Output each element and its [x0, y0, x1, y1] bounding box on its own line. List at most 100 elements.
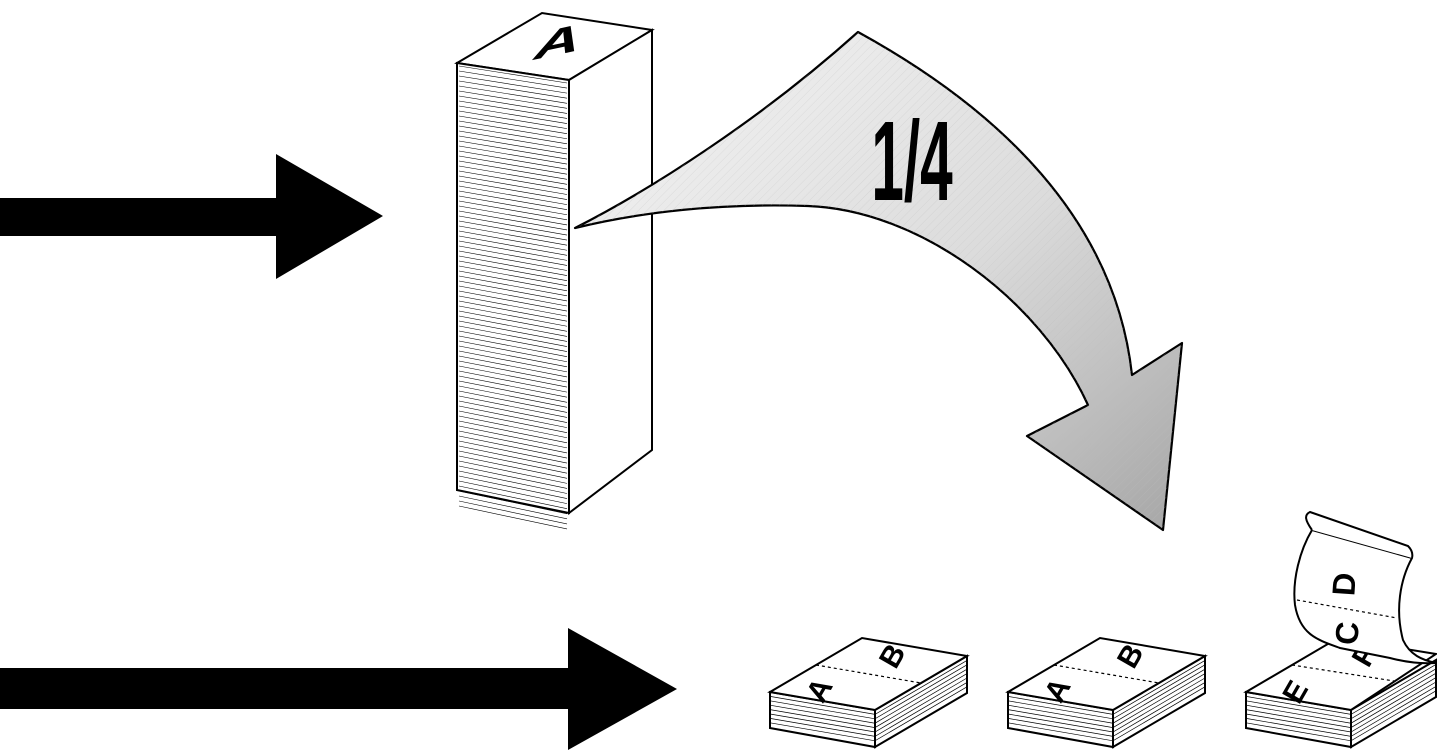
output-set-2: A B [1005, 636, 1208, 749]
stack-sheet-line [458, 460, 568, 484]
stack-sheet-line [458, 455, 568, 479]
stack-sheet-line [458, 195, 568, 216]
set-sheet-line [1007, 673, 1206, 728]
lifted-page: C D [1293, 510, 1437, 665]
stack-sheet-line [458, 125, 568, 145]
stack-sheet-line [458, 495, 568, 520]
stack-sheet-line [458, 405, 568, 428]
stack-sheet-line [458, 230, 568, 251]
stack-sheet-line [458, 235, 568, 256]
stack-sheet-line [458, 120, 568, 140]
set-sheet-line [769, 668, 968, 724]
stack-sheet-line [458, 170, 568, 190]
set-sheet-line [1245, 690, 1437, 742]
stack-sheet-line [458, 425, 568, 449]
stack-sheet-line [458, 210, 568, 231]
stack-sheet-line [458, 370, 568, 393]
stack-sheet-line [458, 450, 568, 474]
stack-sheet-line [458, 330, 568, 352]
stack-sheet-lines [458, 65, 568, 530]
set-side-right [1350, 658, 1437, 749]
stack-sheet-line [458, 485, 568, 509]
stack-sheet-line [458, 320, 568, 342]
lifted-page-curl [1293, 529, 1437, 665]
stack-sheet-line [458, 80, 568, 99]
stack-sheet-line [458, 375, 568, 398]
stack-sheet-line [458, 390, 568, 413]
set-sheet-line [1245, 686, 1437, 737]
stack-sheet-line [458, 140, 568, 160]
input-arrow-top [0, 154, 383, 279]
stack-sheet-line [458, 325, 568, 347]
set-sheet-line [1245, 677, 1437, 728]
stack-sheet-line [458, 440, 568, 464]
set-sheet-line [1007, 686, 1206, 742]
set-top-sheet [1005, 636, 1208, 712]
stack-sheet-line [458, 250, 568, 271]
stack-sheet-line [458, 190, 568, 210]
stack-sheet-line [458, 85, 568, 104]
original-paper-stack: A [454, 11, 655, 530]
stack-sheet-line [458, 420, 568, 444]
stack-sheet-line [458, 270, 568, 292]
stack-sheet-line [458, 365, 568, 388]
stack-sheet-line [458, 385, 568, 408]
stack-sheet-line [458, 445, 568, 469]
stack-sheet-line [458, 200, 568, 221]
stack-sheet-line [458, 500, 568, 525]
stack-sheet-line [458, 400, 568, 423]
set-sheet-lines [1245, 664, 1437, 742]
stack-sheet-line [458, 380, 568, 403]
curved-arrow: 1/4 [573, 30, 1184, 532]
stack-sheet-line [458, 180, 568, 200]
stack-sheet-line [458, 480, 568, 504]
stack-sheet-line [458, 205, 568, 226]
output-arrow-bottom [0, 628, 677, 750]
set-sheet-lines [769, 660, 968, 742]
stack-sheet-line [458, 65, 568, 84]
stack-sheet-line [458, 350, 568, 373]
stack-sheet-line [458, 175, 568, 195]
output-set-1: A B [767, 636, 970, 749]
stack-sheet-line [458, 340, 568, 363]
stack-sheet-line [458, 305, 568, 327]
stack-sheet-line [458, 315, 568, 337]
fraction-label: 1/4 [871, 98, 952, 225]
set-sheet-line [1007, 677, 1206, 733]
set-sheet-line [769, 677, 968, 733]
stack-sheet-line [458, 395, 568, 418]
stack-sheet-line [458, 90, 568, 109]
stack-sheet-line [458, 155, 568, 175]
stack-sheet-line [458, 435, 568, 459]
stack-sheet-line [458, 470, 568, 494]
set-sheet-line [769, 660, 968, 715]
stack-sheet-line [458, 490, 568, 515]
stack-sheet-line [458, 215, 568, 236]
stack-sheet-line [458, 100, 568, 119]
stack-sheet-line [458, 95, 568, 114]
set-top-sheet [767, 636, 970, 712]
stack-sheet-line [458, 220, 568, 241]
set-sheet-line [769, 664, 968, 720]
set-sheet-line [1245, 668, 1437, 720]
stack-sheet-line [458, 355, 568, 378]
set-sheet-line [1245, 664, 1437, 715]
stack-sheet-line [458, 290, 568, 312]
lifted-page-back-edge [1305, 510, 1414, 559]
stack-sheet-line [458, 295, 568, 317]
set-sheet-line [769, 682, 968, 737]
stack-sheet-line [458, 225, 568, 246]
stack-sheet-line [458, 130, 568, 150]
fold-line [1291, 664, 1395, 682]
stack-sheet-line [458, 185, 568, 205]
set-sheet-line [1007, 664, 1206, 720]
stack-sheet-line [458, 345, 568, 368]
stack-sheet-line [458, 240, 568, 261]
stack-sheet-line [458, 265, 568, 287]
stack-sheet-line [458, 285, 568, 307]
stack-sheet-line [458, 115, 568, 134]
stack-sheet-line [458, 105, 568, 124]
stack-sheet-line [458, 360, 568, 383]
